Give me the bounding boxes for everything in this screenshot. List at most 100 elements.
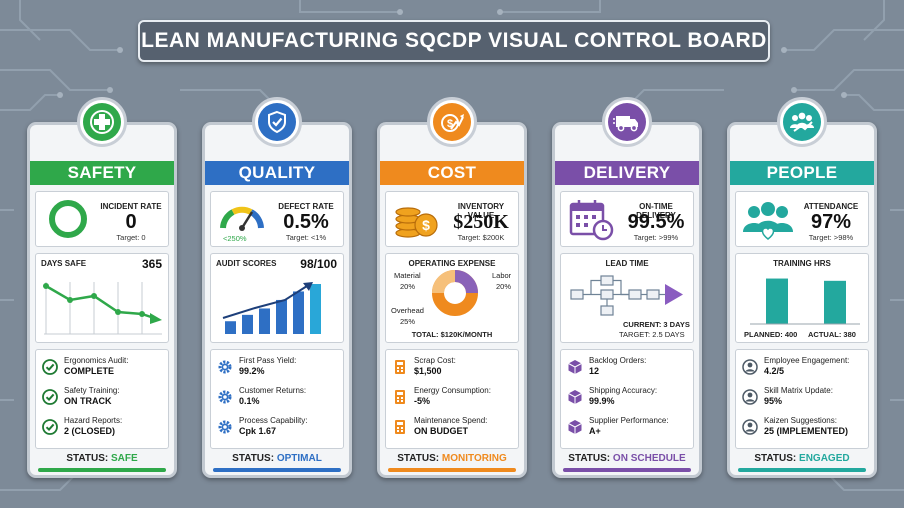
- list-item: First Pass Yield: 99.2%: [217, 356, 341, 384]
- list-item: Energy Consumption: -5%: [392, 386, 516, 414]
- quality-status: STATUS: OPTIMAL: [232, 453, 322, 464]
- delivery-card: DELIVERY ON-TIME DELIVERY 99.5% Target: …: [552, 97, 702, 478]
- audit-trend-line: [222, 285, 308, 319]
- lead-time-flow-diagram: [570, 275, 683, 316]
- lead-time-panel: LEAD TIME: [560, 253, 694, 343]
- audit-bar: [310, 284, 321, 334]
- safety-kpi-value: 0: [125, 211, 137, 233]
- quality-status-bar: [213, 468, 341, 472]
- quality-list-panel: First Pass Yield: 99.2% Customer Returns…: [210, 349, 344, 449]
- check-circle-icon: [42, 419, 58, 435]
- people-kpi-target: Target: >98%: [808, 233, 854, 242]
- delivery-kpi-panel: ON-TIME DELIVERY 99.5% Target: >99%: [560, 191, 694, 247]
- calculator-icon: [395, 360, 405, 374]
- coins-icon: $: [395, 207, 438, 238]
- user-circle-icon: [742, 359, 758, 375]
- people-status: STATUS: ENGAGED: [754, 453, 850, 464]
- dollar-trend-icon: $: [441, 114, 464, 132]
- list-item: Customer Returns: 0.1%: [217, 386, 341, 414]
- operating-expense-total: TOTAL: $120K/MONTH: [411, 330, 493, 339]
- gear-icon: [218, 390, 232, 404]
- column-quality: QUALITY <250% DEFECT RATE 0.5% Target: <…: [202, 97, 352, 478]
- cost-kpi-label: INVENTORY VALUE: [457, 202, 505, 220]
- slice-pct-overhead: 25%: [400, 317, 416, 326]
- safety-list-panel: Ergonomics Audit: COMPLETE Safety Traini…: [35, 349, 169, 449]
- slice-name-overhead: Overhead: [391, 306, 424, 315]
- days-safe-panel: DAYS SAFE 365: [35, 253, 169, 343]
- cost-list-panel: Scrap Cost: $1,500 Energy Consumption: -…: [385, 349, 519, 449]
- cost-status-bar: [388, 468, 516, 472]
- calculator-icon: [395, 420, 405, 434]
- training-planned: PLANNED: 400: [744, 330, 798, 339]
- cost-kpi-value: $250K: [453, 211, 509, 233]
- list-item: Employee Engagement: 4.2/5: [742, 356, 866, 384]
- delivery-list-panel: Backlog Orders: 12 Shipping Accuracy: 99…: [560, 349, 694, 449]
- people-badge: [777, 97, 827, 147]
- delivery-kpi-label: ON-TIME DELIVERY: [636, 202, 676, 220]
- people-kpi-label: ATTENDANCE: [803, 202, 859, 211]
- shield-check-icon: [268, 110, 286, 134]
- board-title-banner: LEAN MANUFACTURING SQCDP VISUAL CONTROL …: [138, 20, 770, 62]
- calculator-icon: [395, 390, 405, 404]
- user-circle-icon: [742, 419, 758, 435]
- people-header: PEOPLE: [730, 161, 874, 185]
- slice-pct-labor: 20%: [496, 282, 512, 291]
- people-list-panel: Employee Engagement: 4.2/5 Skill Matrix …: [735, 349, 869, 449]
- quality-header: QUALITY: [205, 161, 349, 185]
- truck-icon: [613, 116, 638, 132]
- list-item: Safety Training: ON TRACK: [42, 386, 166, 414]
- slice-pct-material: 20%: [400, 282, 416, 291]
- board-title: LEAN MANUFACTURING SQCDP VISUAL CONTROL …: [141, 29, 767, 52]
- column-people: PEOPLE ATTENDANCE 97% Target: >98% TRAIN…: [727, 97, 877, 478]
- people-kpi-value: 97%: [810, 211, 852, 233]
- people-kpi-panel: ATTENDANCE 97% Target: >98%: [735, 191, 869, 247]
- safety-status: STATUS: SAFE: [66, 453, 138, 464]
- audit-bar: [242, 314, 253, 334]
- quality-kpi-value: 0.5%: [283, 211, 329, 233]
- delivery-kpi-value: 99.5%: [627, 211, 685, 233]
- delivery-kpi-target: Target: >99%: [633, 233, 679, 242]
- delivery-status-bar: [563, 468, 691, 472]
- gauge-label: <250%: [223, 234, 247, 243]
- list-item: Scrap Cost: $1,500: [392, 356, 516, 384]
- gear-icon: [218, 360, 232, 374]
- list-item: Maintenance Spend: ON BUDGET: [392, 416, 516, 444]
- package-icon: [568, 360, 582, 374]
- operating-expense-label: OPERATING EXPENSE: [408, 259, 496, 268]
- team-growth-icon: [790, 112, 814, 132]
- safety-kpi-label: INCIDENT RATE: [100, 202, 162, 211]
- lead-time-current: CURRENT: 3 DAYS: [623, 320, 690, 329]
- slice-name-labor: Labor: [492, 271, 512, 280]
- gauge-icon: [220, 206, 264, 231]
- training-actual: ACTUAL: 380: [808, 330, 856, 339]
- quality-kpi-target: Target: <1%: [285, 233, 327, 242]
- list-item: Ergonomics Audit: COMPLETE: [42, 356, 166, 384]
- medical-cross-icon: [90, 110, 114, 134]
- safety-header: SAFETY: [30, 161, 174, 185]
- slice-name-material: Material: [394, 271, 421, 280]
- svg-text:$: $: [422, 217, 430, 233]
- safety-card: SAFETY INCIDENT RATE 0 Target: 0 DAYS SA…: [27, 97, 177, 478]
- safety-badge: [77, 97, 127, 147]
- safety-kpi-panel: INCIDENT RATE 0 Target: 0: [35, 191, 169, 247]
- user-circle-icon: [742, 389, 758, 405]
- column-cost: $ COST $ INVENTORY VALUE $250K Tar: [377, 97, 527, 478]
- list-item: Shipping Accuracy: 99.9%: [567, 386, 691, 414]
- lead-time-label: LEAD TIME: [605, 259, 649, 268]
- audit-scores-label: AUDIT SCORES: [216, 259, 277, 268]
- quality-badge: [252, 97, 302, 147]
- cost-header: COST: [380, 161, 524, 185]
- people-card: PEOPLE ATTENDANCE 97% Target: >98% TRAIN…: [727, 97, 877, 478]
- check-circle-icon: [42, 359, 58, 375]
- list-item: Backlog Orders: 12: [567, 356, 691, 384]
- cost-card: $ COST $ INVENTORY VALUE $250K Tar: [377, 97, 527, 478]
- column-safety: SAFETY INCIDENT RATE 0 Target: 0 DAYS SA…: [27, 97, 177, 478]
- quality-kpi-label: DEFECT RATE: [278, 202, 334, 211]
- lead-time-target: TARGET: 2.5 DAYS: [619, 330, 685, 339]
- quality-card: QUALITY <250% DEFECT RATE 0.5% Target: <…: [202, 97, 352, 478]
- list-item: Kaizen Suggestions: 25 (IMPLEMENTED): [742, 416, 866, 444]
- audit-bar: [276, 299, 287, 334]
- column-delivery: DELIVERY ON-TIME DELIVERY 99.5% Target: …: [552, 97, 702, 478]
- audit-trend-arrow: [303, 282, 313, 291]
- days-safe-value: 365: [141, 257, 162, 271]
